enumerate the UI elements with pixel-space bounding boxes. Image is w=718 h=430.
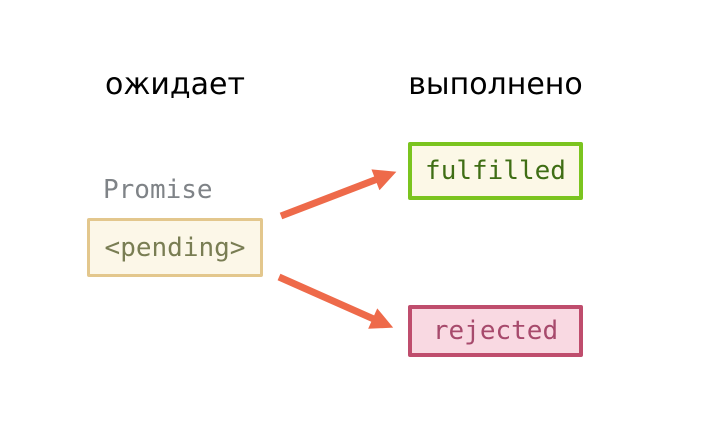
arrow-to-rejected-icon bbox=[277, 273, 394, 329]
promise-title: Promise bbox=[103, 175, 213, 205]
pending-state-label: <pending> bbox=[104, 232, 246, 263]
rejected-state-box: rejected bbox=[408, 305, 583, 357]
column-label-pending: ожидает bbox=[105, 67, 245, 102]
pending-state-box: <pending> bbox=[87, 218, 263, 277]
fulfilled-state-label: fulfilled bbox=[425, 156, 566, 186]
rejected-state-label: rejected bbox=[432, 316, 559, 346]
fulfilled-state-box: fulfilled bbox=[408, 142, 583, 200]
arrow-to-fulfilled-icon bbox=[279, 169, 397, 220]
column-label-settled: выполнено bbox=[408, 67, 583, 102]
